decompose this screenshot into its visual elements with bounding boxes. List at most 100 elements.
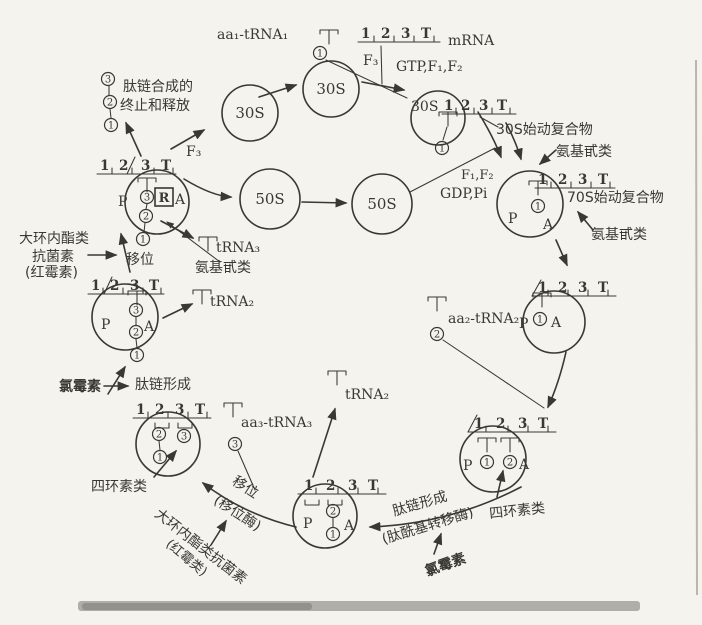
ruler-bottom-left: 1 2 3 T bbox=[132, 402, 212, 419]
p-site-termination: P bbox=[118, 194, 127, 210]
label-chloramphenicol-bottom: 氯霉素 bbox=[423, 550, 468, 580]
ruler-pos-1: 1 bbox=[444, 98, 453, 114]
ruler-bottom-right: 1 2 3 T bbox=[467, 416, 557, 433]
label-translocation-bottom: 移位 bbox=[229, 473, 261, 502]
label-30s-initiation-complex: 30S始动复合物 bbox=[496, 121, 593, 138]
a-site-70s: A bbox=[542, 217, 554, 233]
chain-number-2: 2 bbox=[102, 94, 118, 110]
ruler-pos-1: 1 bbox=[136, 402, 145, 418]
arrow-peptide-formation-bottom bbox=[368, 486, 522, 532]
ruler-pos-T: T bbox=[538, 416, 548, 432]
release-factor-box bbox=[154, 187, 174, 207]
br-number-1: 1 bbox=[479, 454, 495, 470]
svg-text:2: 2 bbox=[133, 328, 139, 339]
ribosome-50s-b bbox=[351, 173, 413, 235]
ribosome-termination bbox=[124, 169, 190, 235]
ribosome-right bbox=[522, 290, 586, 354]
label-erythromycin-left: (红霉素) bbox=[25, 265, 78, 281]
svg-text:1: 1 bbox=[108, 121, 114, 132]
trna-symbol-trna2-center bbox=[327, 370, 347, 386]
arrow-aminoglycoside-c bbox=[166, 221, 221, 263]
bm-number-1: 1 bbox=[325, 526, 341, 542]
arrow-aminoglycoside-a bbox=[538, 149, 557, 166]
ruler-pos-2: 2 bbox=[558, 280, 567, 296]
svg-text:2: 2 bbox=[434, 330, 440, 341]
a-site-bottom-middle: A bbox=[343, 518, 355, 534]
p-site-70s: P bbox=[508, 211, 517, 227]
bl-number-1: 1 bbox=[152, 449, 168, 465]
svg-text:1: 1 bbox=[537, 315, 543, 326]
arrow-macrolide-bottom bbox=[210, 519, 227, 546]
ruler-pos-3: 3 bbox=[141, 158, 150, 174]
ruler-pos-T: T bbox=[368, 478, 378, 494]
label-translocation-left: 移位 bbox=[126, 252, 154, 268]
label-tetracycline-right: 四环素类 bbox=[488, 500, 545, 522]
ruler-pos-T: T bbox=[195, 402, 205, 418]
svg-text:1: 1 bbox=[157, 453, 163, 464]
p-site-right: P bbox=[519, 316, 528, 332]
aa3-entry-line bbox=[237, 450, 256, 491]
svg-text:1: 1 bbox=[317, 49, 323, 60]
bl-number-2: 2 bbox=[151, 426, 167, 442]
svg-text:3: 3 bbox=[133, 306, 139, 317]
a-site-right: A bbox=[550, 315, 562, 331]
term-chain-links bbox=[143, 203, 148, 233]
label-50s-a: 50S bbox=[255, 190, 284, 208]
ruler-pos-2: 2 bbox=[381, 26, 390, 42]
ruler-pos-T: T bbox=[598, 280, 608, 296]
bm-number-2: 2 bbox=[325, 503, 341, 519]
trna-symbol-br-1 bbox=[477, 437, 497, 453]
term-number-2: 2 bbox=[138, 208, 154, 224]
arrow-termination-to-50s bbox=[183, 178, 233, 202]
trna-symbol-trna2-left bbox=[192, 289, 212, 305]
trna-symbol-trna3 bbox=[198, 236, 218, 252]
ribosome-70s bbox=[496, 170, 564, 238]
arrow-trna2-release-left bbox=[162, 303, 194, 319]
ruler-termination: 1 2 3 T bbox=[96, 158, 177, 175]
ribosome-30s-a bbox=[221, 84, 279, 142]
ruler-pos-2: 2 bbox=[461, 98, 470, 114]
aa3-number: 3 bbox=[227, 436, 243, 452]
ruler-pos-1: 1 bbox=[538, 172, 547, 188]
svg-text:2: 2 bbox=[330, 507, 336, 518]
label-50s-b: 50S bbox=[367, 195, 396, 213]
chain-links bbox=[108, 85, 112, 119]
svg-text:2: 2 bbox=[107, 98, 113, 109]
label-30s-b: 30S bbox=[316, 80, 345, 98]
label-trna3: tRNA₃ bbox=[216, 240, 260, 256]
trna-symbol-aa2 bbox=[427, 296, 447, 312]
anticodon-mark-bl-2 bbox=[177, 422, 193, 429]
a-site-bottom-right: A bbox=[518, 457, 530, 473]
ribosome-30s-b bbox=[302, 60, 360, 118]
arrow-trna2-release-center bbox=[312, 407, 337, 478]
label-30s-a: 30S bbox=[235, 104, 264, 122]
arrow-tetracycline-left bbox=[153, 449, 178, 478]
arrow-termination-to-30s bbox=[170, 129, 206, 150]
trna-symbol-aa1 bbox=[319, 29, 339, 45]
init30s-number: 1 bbox=[434, 140, 450, 156]
label-peptide-formation-left: 肽链形成 bbox=[135, 377, 191, 393]
ribosome-bottom-right bbox=[459, 425, 527, 493]
label-aminoglycoside-c: 氨基甙类 bbox=[195, 259, 251, 276]
label-aminoglycoside-a: 氨基甙类 bbox=[556, 143, 612, 160]
ruler-pos-2: 2 bbox=[496, 416, 505, 432]
svg-text:1: 1 bbox=[535, 202, 541, 213]
ruler-pos-2: 2 bbox=[155, 402, 164, 418]
init30s-label-line bbox=[479, 116, 499, 128]
arrow-init30s-to-70s-a bbox=[477, 111, 502, 159]
ruler-pos-T: T bbox=[497, 98, 507, 114]
ribosome-30s-init bbox=[410, 90, 466, 146]
svg-text:1: 1 bbox=[484, 458, 490, 469]
ruler-pos-1: 1 bbox=[304, 478, 313, 494]
br-number-2: 2 bbox=[502, 454, 518, 470]
label-gdp-pi: GDP,Pi bbox=[440, 186, 488, 202]
ruler-pos-T: T bbox=[149, 278, 159, 294]
svg-text:2: 2 bbox=[507, 458, 513, 469]
ruler-pos-1: 1 bbox=[91, 278, 100, 294]
label-70s-initiation-complex: 70S始动复合物 bbox=[567, 189, 664, 206]
ruler-pos-3: 3 bbox=[578, 280, 587, 296]
arrow-70s-to-right bbox=[555, 239, 568, 267]
aa1-number: 1 bbox=[312, 45, 328, 61]
scan-artifact-right-edge bbox=[695, 59, 698, 596]
